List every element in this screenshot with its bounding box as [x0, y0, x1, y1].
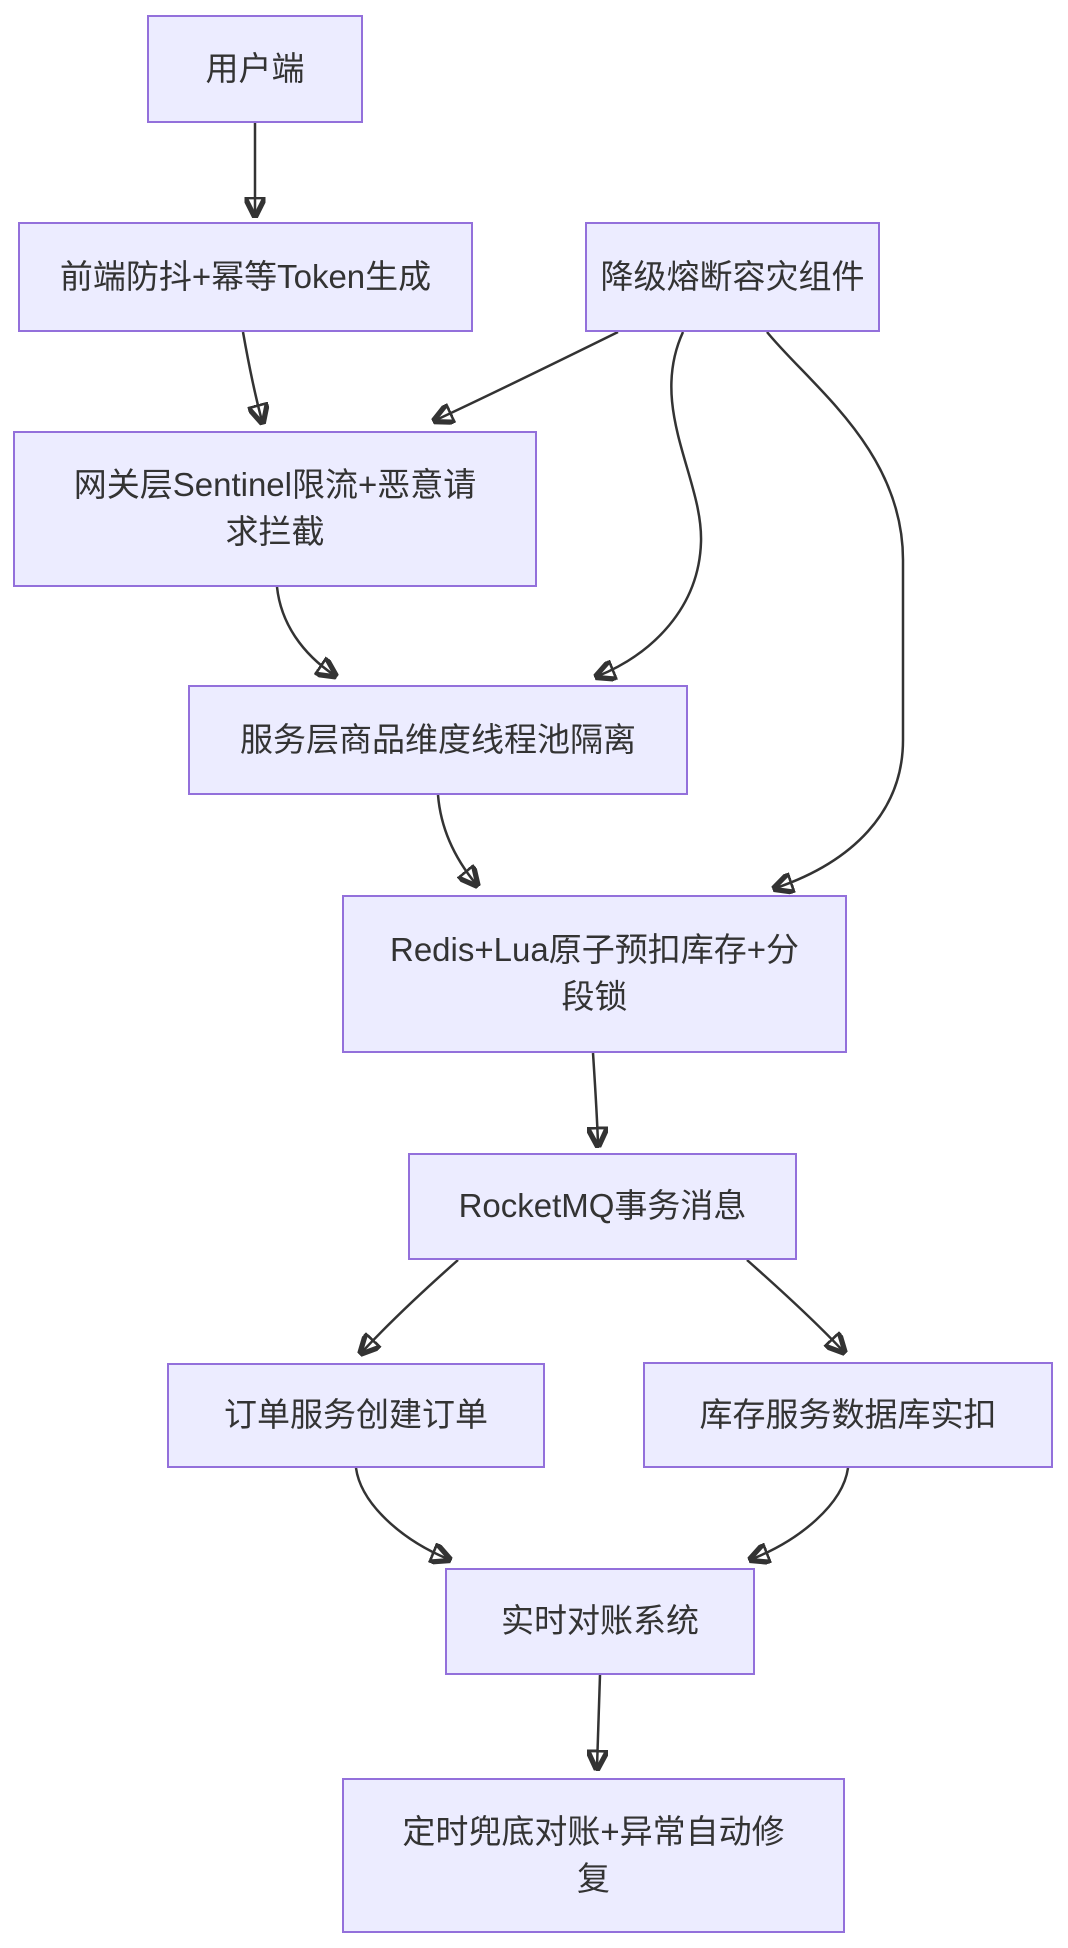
edge-redis-mq	[593, 1052, 598, 1144]
edge-fallback-service	[598, 331, 703, 676]
node-circuit-breaker-label: 降级熔断容灾组件	[600, 257, 865, 295]
node-stock-service-label: 库存服务数据库实扣	[699, 1395, 997, 1433]
edge-stock-recon	[752, 1467, 850, 1559]
edge-fallback-redis	[766, 331, 905, 888]
node-redis-lua: Redis+Lua原子预扣库存+分段锁	[342, 895, 847, 1053]
node-circuit-breaker: 降级熔断容灾组件	[585, 222, 880, 332]
node-rocketmq: RocketMQ事务消息	[408, 1153, 797, 1260]
node-realtime-reconciliation: 实时对账系统	[445, 1568, 755, 1675]
node-order-service-label: 订单服务创建订单	[224, 1396, 488, 1434]
node-stock-service: 库存服务数据库实扣	[643, 1362, 1053, 1468]
node-debounce-token-label: 前端防抖+幂等Token生成	[59, 257, 432, 295]
node-realtime-reconciliation-label: 实时对账系统	[501, 1602, 699, 1640]
node-service-threadpool-label: 服务层商品维度线程池隔离	[240, 720, 636, 758]
node-rocketmq-label: RocketMQ事务消息	[458, 1187, 747, 1225]
edge-recon-repair	[597, 1674, 600, 1767]
edge-order-recon	[354, 1467, 448, 1559]
edge-mq-order	[362, 1259, 459, 1352]
edge-gateway-service	[275, 586, 334, 675]
node-client-label: 用户端	[205, 49, 305, 87]
node-scheduled-repair: 定时兜底对账+异常自动修复	[342, 1778, 845, 1933]
node-scheduled-repair-label: 定时兜底对账+异常自动修复	[402, 1812, 785, 1897]
node-order-service: 订单服务创建订单	[167, 1363, 545, 1468]
edge-service-redis	[436, 794, 476, 884]
node-redis-lua-label: Redis+Lua原子预扣库存+分段锁	[390, 931, 799, 1015]
node-debounce-token: 前端防抖+幂等Token生成	[18, 222, 473, 332]
node-service-threadpool: 服务层商品维度线程池隔离	[188, 685, 688, 795]
edge-fallback-gateway	[436, 330, 619, 420]
node-client: 用户端	[147, 15, 363, 123]
node-gateway-sentinel: 网关层Sentinel限流+恶意请求拦截	[13, 431, 537, 587]
node-gateway-sentinel-label: 网关层Sentinel限流+恶意请求拦截	[73, 466, 477, 550]
edge-mq-stock	[746, 1259, 843, 1351]
edge-debounce-gateway	[241, 331, 262, 421]
